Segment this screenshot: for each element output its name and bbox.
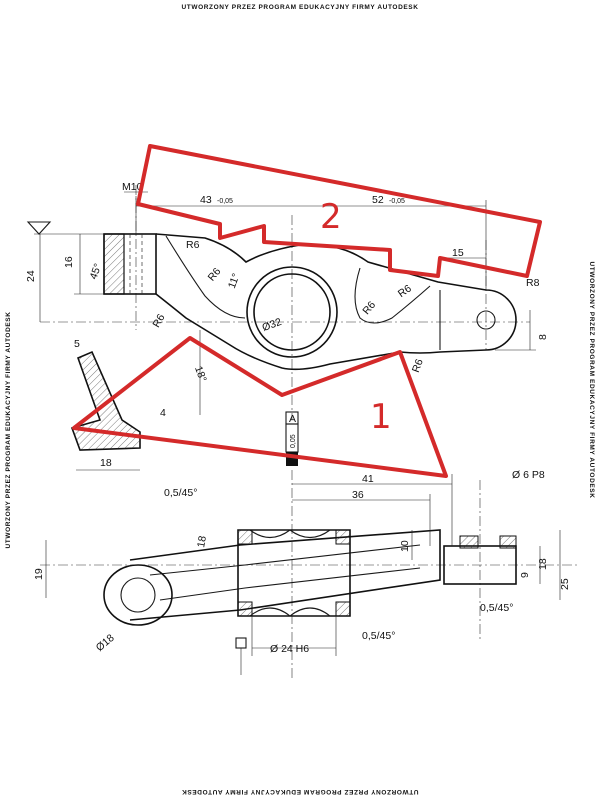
watermark-left: UTWORZONY PRZEZ PROGRAM EDUKACYJNY FIRMY… [5,311,12,548]
arm-edge-2 [159,567,421,601]
label-45deg: 45° [88,262,105,281]
eye-outer [103,564,173,626]
hub-hatch-br [335,601,351,617]
label-r6-a: R6 [186,239,200,251]
label-r6-f: R6 [410,357,426,374]
label-24h6: Ø 24 H6 [270,643,309,655]
label-r8: R8 [526,277,540,289]
tol-43: -0,05 [217,198,233,205]
label-8: 8 [537,334,549,340]
markup-label-1: 1 [370,397,392,437]
arm-edge-1 [149,544,421,576]
label-r6-e: R6 [396,282,414,300]
arm-outline [129,529,441,621]
label-d32: Ø32 [261,316,284,334]
bore-outer-circle [246,266,338,358]
watermark-bottom: UTWORZONY PRZEZ PROGRAM EDUKACYJNY FIRMY… [181,788,418,795]
pin-block [443,545,517,585]
eye-inner [120,577,156,613]
markup-label-2: 2 [320,197,342,237]
label-m10: M10 [122,181,143,193]
label-5: 5 [74,338,80,350]
label-18-section: 18 [100,457,112,469]
label-15: 15 [452,247,464,259]
label-43: 43 [200,194,212,206]
pin-hatch-left [459,535,479,549]
bore-inner-circle [253,273,331,351]
surface-finish-icon [26,221,52,235]
label-chamfer-bottom: 0,5/45° [362,630,395,642]
pin-hatch-right [499,535,517,549]
hub-bottom-wave [249,607,331,617]
watermark-right: UTWORZONY PRZEZ PROGRAM EDUKACYJNY FIRMY… [588,261,595,498]
label-r6-d: R6 [360,299,378,317]
hub-hatch-tr [335,529,351,545]
datum-box-bottom [235,637,247,649]
hub-outline [237,529,351,617]
label-9: 9 [519,572,531,578]
label-36: 36 [352,489,364,501]
label-18deg: 18° [192,365,209,384]
label-chamfer-right: 0,5/45° [480,602,513,614]
left-block-section [103,233,125,295]
hub-hatch-bl [237,601,253,617]
tol-52: -0,05 [389,198,405,205]
label-chamfer-top: 0,5/45° [164,487,197,499]
label-r6-b: R6 [206,265,224,283]
label-d18: Ø18 [94,632,117,654]
label-19: 19 [33,568,45,580]
body-outline [155,233,517,371]
top-view: M10 43 -0,05 52 -0,05 15 R8 R6 R6 R6 R6 … [25,181,549,420]
markup-region-1 [72,336,448,478]
eye-hole [476,310,496,330]
label-6p8: Ø 6 P8 [512,469,545,481]
hub-top-wave [249,529,331,539]
inner-rib-left [165,235,246,319]
watermark-top: UTWORZONY PRZEZ PROGRAM EDUKACYJNY FIRMY… [181,4,418,11]
tolerance-value: 0,05 [290,434,297,448]
datum-a-label: A [289,413,296,425]
front-view: 41 36 Ø 6 P8 0,5/45° 0,5/45° 0,5/45° 19 … [33,469,580,680]
label-11deg: 11° [226,272,242,290]
label-10: 10 [399,540,411,552]
label-4: 4 [160,407,166,419]
label-18-hub: 18 [195,535,209,549]
label-24: 24 [25,270,37,282]
label-52: 52 [372,194,384,206]
markup-region-2 [136,144,542,278]
label-41: 41 [362,473,374,485]
label-25: 25 [559,578,571,590]
section-detail: 5 4 18 18° [70,330,209,471]
hub-hatch-tl [237,529,253,545]
label-18-right: 18 [537,558,549,570]
label-r6-c: R6 [150,312,167,330]
inner-rib-right [354,267,431,324]
label-16: 16 [63,256,75,268]
